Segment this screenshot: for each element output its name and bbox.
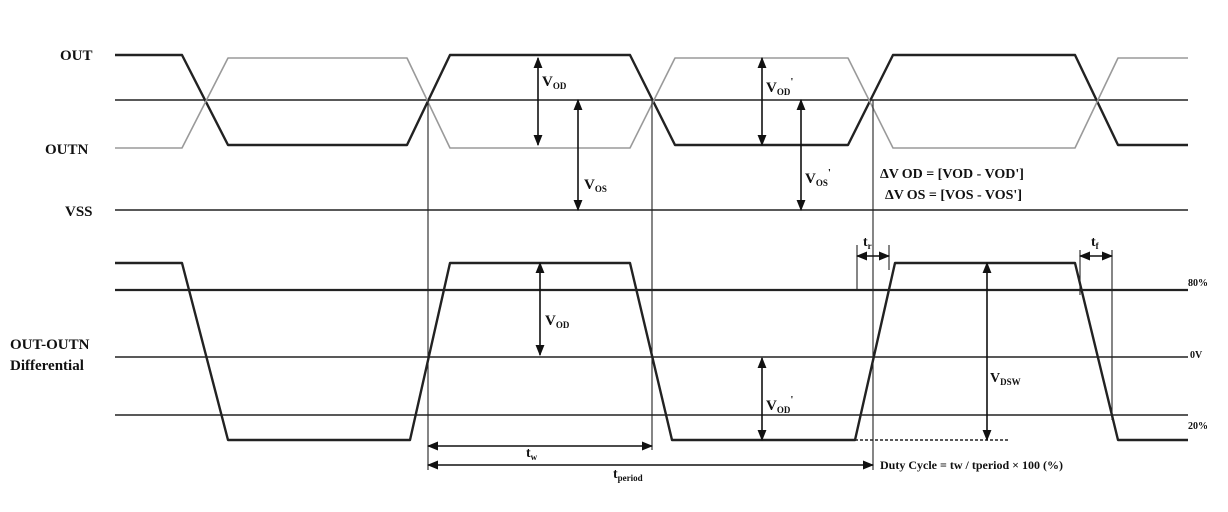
- out-label: OUT: [60, 48, 93, 64]
- level-0v-label: 0V: [1190, 350, 1203, 361]
- vdsw-label: VDSW: [990, 371, 1021, 387]
- level-80-label: 80%: [1188, 278, 1208, 289]
- diff-vod-label: VOD: [545, 313, 570, 330]
- vos-prime-label: VOS': [805, 167, 831, 188]
- level-20-label: 20%: [1188, 421, 1208, 432]
- tw-label: tw: [526, 446, 538, 462]
- vod-prime-label: VOD': [766, 76, 793, 97]
- differential-label-line2: Differential: [10, 358, 84, 374]
- outn-label: OUTN: [45, 142, 89, 158]
- differential-label-line1: OUT-OUTN: [10, 337, 90, 353]
- vss-label: VSS: [65, 204, 93, 220]
- tf-label: tf: [1091, 235, 1100, 251]
- vod-label: VOD: [542, 74, 567, 91]
- differential-waveform: [115, 261, 1188, 442]
- vos-label: VOS: [584, 177, 607, 194]
- delta-vod-formula: ΔV OD = [VOD - VOD']: [880, 167, 1024, 182]
- delta-vos-formula: ΔV OS = [VOS - VOS']: [885, 188, 1022, 203]
- duty-cycle-formula: Duty Cycle = tw / tperiod × 100 (%): [880, 458, 1063, 472]
- tr-label: tr: [863, 235, 872, 251]
- tperiod-label: tperiod: [613, 467, 643, 483]
- diff-vod-prime-label: VOD': [766, 394, 793, 415]
